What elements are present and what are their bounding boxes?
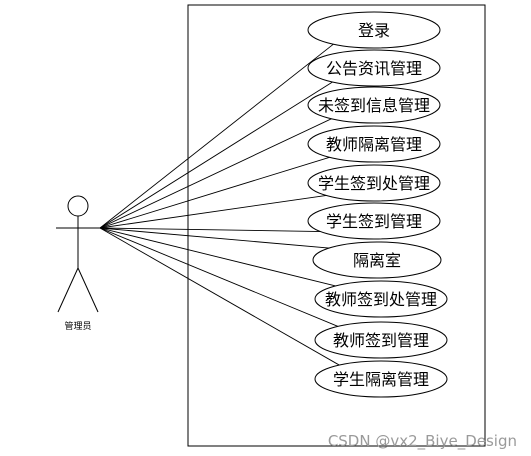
use-case-ellipse (307, 202, 441, 240)
association-line (99, 115, 338, 229)
use-case-label: 教师隔离管理 (326, 135, 422, 154)
association-line (99, 154, 338, 229)
association-line (99, 227, 345, 369)
association-line (99, 227, 338, 233)
use-case-ellipse (314, 280, 448, 318)
association-line (99, 78, 338, 229)
use-case-label: 学生隔离管理 (333, 370, 429, 389)
association-line (99, 227, 345, 330)
actor-left-leg (57, 267, 79, 313)
watermark: CSDN @vx2_Biye_Design (327, 432, 517, 450)
use-case-ellipse (307, 164, 441, 202)
use-case-label: 学生签到管理 (326, 212, 422, 231)
use-case-label: 教师签到处管理 (325, 290, 437, 309)
actor-head (67, 195, 89, 217)
use-cases: 登录公告资讯管理未签到信息管理教师隔离管理学生签到处管理学生签到管理隔离室教师签… (307, 11, 448, 398)
use-case-label: 公告资讯管理 (326, 59, 422, 78)
association-line (99, 193, 338, 229)
use-case-ellipse (307, 11, 441, 49)
association-lines (99, 40, 345, 369)
use-case-ellipse (307, 49, 441, 87)
actor-right-leg (77, 267, 99, 313)
use-case-ellipse (312, 241, 442, 279)
association-line (99, 40, 338, 229)
use-case-ellipse (307, 86, 441, 124)
use-case-label: 教师签到管理 (333, 331, 429, 350)
use-case-ellipse (314, 321, 448, 359)
use-case-label: 学生签到处管理 (318, 174, 430, 193)
use-case-ellipse (307, 125, 441, 163)
use-case-label: 未签到信息管理 (318, 96, 430, 115)
use-case-ellipse (314, 360, 448, 398)
use-case-label: 隔离室 (353, 251, 401, 270)
actor-figure (56, 195, 100, 313)
use-case-label: 登录 (358, 21, 390, 40)
association-line (99, 227, 342, 250)
system-boundary (187, 4, 486, 447)
actor-label: 管理员 (64, 320, 91, 332)
association-line (99, 227, 345, 289)
